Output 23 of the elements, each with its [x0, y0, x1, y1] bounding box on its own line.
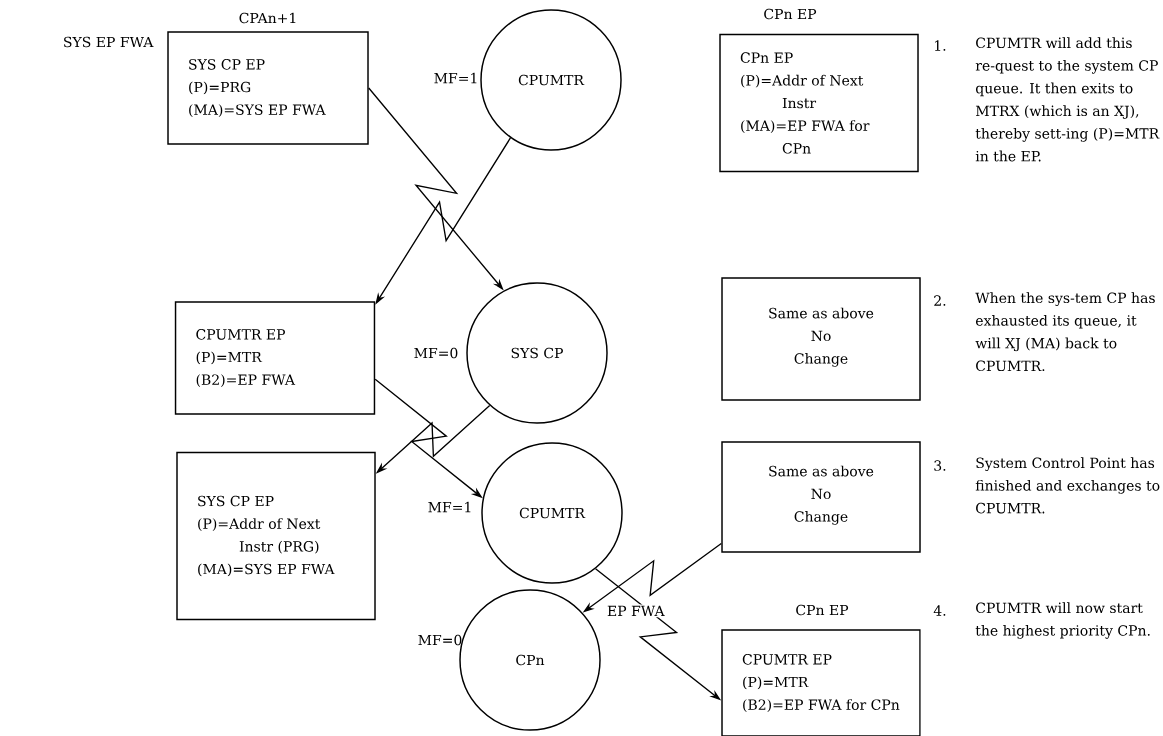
register-box: CPn EP (P)=Addr of Next Instr (MA)=EP FWA for CPn — [719, 33, 919, 173]
note-text: CPUMTR will now start the highest priority CPn. — [975, 602, 1150, 639]
step-number: 1. — [935, 40, 946, 51]
side-label: MF=1 — [434, 72, 477, 84]
box-heading: CPn EP — [796, 604, 849, 616]
step-number: 3. — [934, 460, 946, 471]
box-heading: CPAn+1 — [239, 12, 296, 24]
register-box: CPUMTR EP (P)=MTR (B2)=EP FWA — [174, 301, 376, 415]
note-text: When the sys-tem CP has exhausted its queue, it will XJ (MA) back to CPUMTR. — [975, 292, 1155, 372]
edge-label: EP FWA — [605, 604, 666, 618]
box-heading: CPn EP — [764, 8, 817, 20]
register-box: SYS CP EP (P)=PRG (MA)=SYS EP FWA — [167, 31, 369, 145]
register-box: CPUMTR EP (P)=MTR (B2)=EP FWA for CPn — [721, 629, 921, 736]
register-box: Same as above No Change — [721, 277, 921, 401]
register-box: SYS CP EP (P)=Addr of Next Instr (PRG) (MA)=SYS EP FWA — [176, 451, 376, 621]
register-box: Same as above No Change — [721, 441, 921, 553]
step-number: 2. — [934, 295, 946, 306]
side-label: SYS EP FWA — [64, 36, 154, 48]
side-label: MF=1 — [428, 501, 471, 513]
note-text: CPUMTR will add this re-quest to the system CP queue. It then exits to MTRX (which is an XJ), thereby sett-ing (P)=MTR in the EP. — [975, 37, 1160, 162]
side-label: MF=0 — [414, 347, 458, 359]
step-number: 4. — [933, 605, 946, 616]
note-text: System Control Point has finished and exchanges to CPUMTR. — [975, 457, 1160, 514]
